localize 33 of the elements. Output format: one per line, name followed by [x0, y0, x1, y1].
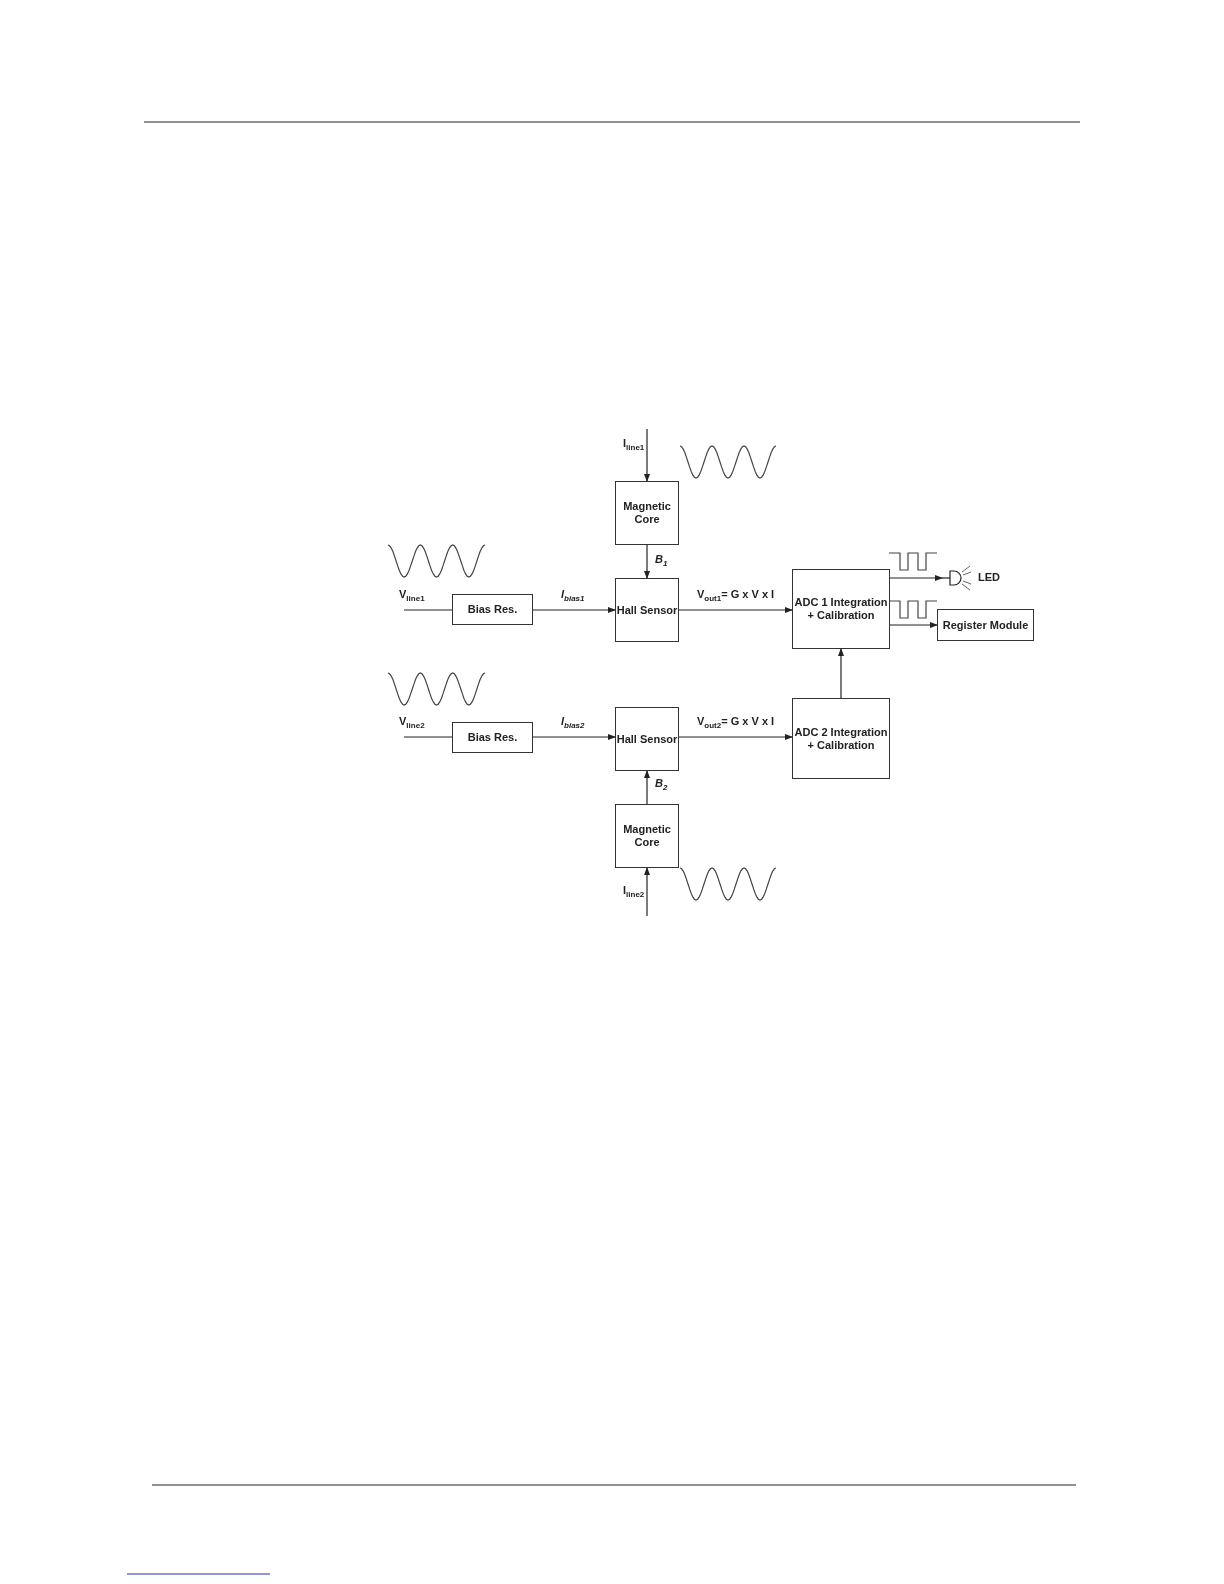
arrow [644, 770, 650, 805]
arrow [678, 734, 793, 740]
arrow [532, 734, 616, 740]
signal-line [403, 609, 453, 611]
arrow [889, 622, 938, 628]
edge-label: V$_{out1}$= G x V x I [697, 588, 775, 605]
edge-label: I$_{line2}$ [623, 884, 645, 901]
block-box: Magnetic Core [615, 481, 679, 545]
edge-label: V$_{line1}$ [399, 588, 425, 605]
block-box: Bias Res. [452, 594, 533, 625]
arrow [644, 428, 650, 482]
block-box: Hall Sensor [615, 707, 679, 771]
edge-label: B$_{1}$ [655, 553, 668, 570]
arrow [889, 575, 943, 581]
block-box: Register Module [937, 609, 1034, 641]
block-box: Magnetic Core [615, 804, 679, 868]
arrow [644, 867, 650, 917]
arrow [838, 648, 844, 699]
block-box: Bias Res. [452, 722, 533, 753]
edge-label: V$_{out2}$= G x V x I [697, 715, 775, 732]
edge-label: I$_{bias1}$ [561, 588, 585, 605]
block-box: ADC 2 Integration + Calibration [792, 698, 890, 779]
arrow [678, 607, 793, 613]
arrow [644, 544, 650, 579]
edge-label: I$_{bias2}$ [561, 715, 585, 732]
signal-line [403, 736, 453, 738]
block-box: ADC 1 Integration + Calibration [792, 569, 890, 649]
component-label: LED [978, 571, 1000, 584]
edge-label: B$_{2}$ [655, 777, 668, 794]
block-box: Hall Sensor [615, 578, 679, 642]
edge-label: I$_{line1}$ [623, 437, 645, 454]
edge-label: V$_{line2}$ [399, 715, 425, 732]
arrow [532, 607, 616, 613]
